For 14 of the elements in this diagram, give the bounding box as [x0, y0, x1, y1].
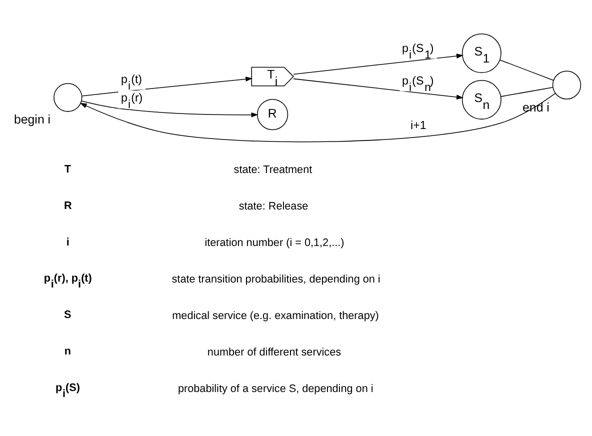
edge-label: i+1: [410, 118, 426, 132]
label: i: [66, 236, 70, 248]
label: iteration number (i = 0,1,2,...): [204, 236, 344, 249]
label: medical service (e.g. examination, therapy): [172, 309, 379, 322]
node-label: begin i: [14, 112, 51, 126]
label: n: [64, 345, 72, 358]
label: R: [64, 199, 72, 212]
label: number of different services: [207, 346, 342, 358]
label: T: [64, 162, 72, 175]
label: state transition probabilities, depending on i: [172, 273, 380, 286]
label: state: Treatment: [234, 164, 312, 176]
label: probability of a service S, depending on i: [178, 382, 374, 394]
label: S: [64, 308, 72, 321]
label: state: Release: [238, 200, 308, 212]
